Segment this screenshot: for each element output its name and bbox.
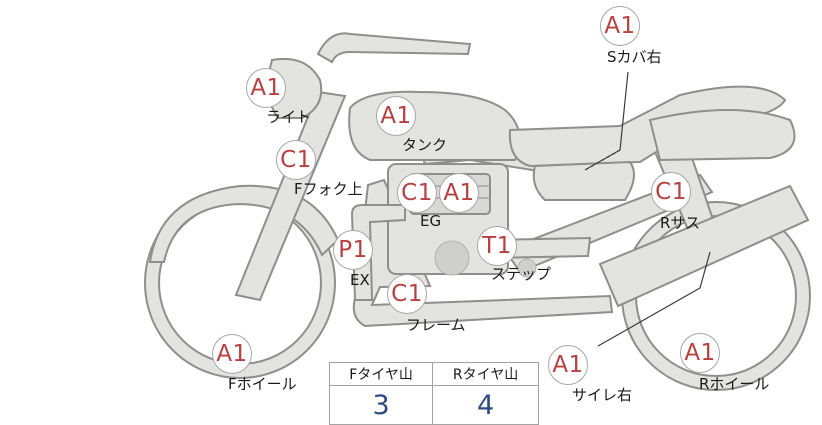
label-rear-suspension: Rサス	[660, 214, 701, 232]
label-silencer-right: サイレ右	[572, 386, 633, 404]
label-engine: EG	[420, 212, 442, 230]
table-header-row: Fタイヤ山 Rタイヤ山	[328, 362, 539, 386]
label-s-cover-right: Sカバ右	[607, 48, 662, 66]
badge-tank: A1	[376, 96, 416, 136]
s-cover-guide-dash	[584, 149, 621, 171]
side-cover-shape	[532, 160, 635, 201]
header-front-tire-tread: Fタイヤ山	[328, 362, 434, 386]
table-value-row: 3 4	[328, 385, 539, 425]
badge-frame: C1	[387, 274, 427, 314]
badge-rear-wheel: A1	[680, 333, 720, 373]
label-front-wheel: Fホイール	[228, 375, 297, 393]
seat-shape	[508, 85, 787, 168]
front-fork-shape	[234, 90, 347, 302]
label-frame: フレーム	[406, 316, 466, 334]
badge-s-cover-right: A1	[600, 6, 640, 46]
label-exhaust: EX	[350, 271, 370, 289]
badge-rear-suspension: C1	[651, 172, 691, 212]
badge-step: T1	[477, 226, 517, 266]
badge-front-wheel: A1	[212, 334, 252, 374]
value-front-tire-tread: 3	[328, 385, 434, 425]
tire-tread-table: Fタイヤ山 Rタイヤ山 3 4	[328, 362, 539, 425]
label-rear-wheel: Rホイール	[699, 375, 770, 393]
badge-light: A1	[246, 68, 286, 108]
value-rear-tire-tread: 4	[432, 385, 539, 425]
label-step: ステップ	[491, 265, 552, 283]
badge-engine-a: A1	[439, 173, 479, 213]
badge-front-fork-upper: C1	[276, 140, 316, 180]
header-rear-tire-tread: Rタイヤ山	[432, 362, 539, 386]
badge-silencer-right: A1	[548, 345, 588, 385]
badge-engine-c: C1	[397, 173, 437, 213]
silencer-shape	[598, 184, 810, 308]
tail-shape	[648, 109, 796, 162]
badge-exhaust: P1	[333, 230, 373, 270]
silencer-guide-line	[597, 251, 711, 347]
label-tank: タンク	[402, 136, 448, 154]
label-front-fork-upper: Fフォク上	[294, 180, 363, 198]
handlebar-shape	[316, 32, 472, 64]
label-light: ライト	[266, 108, 312, 126]
